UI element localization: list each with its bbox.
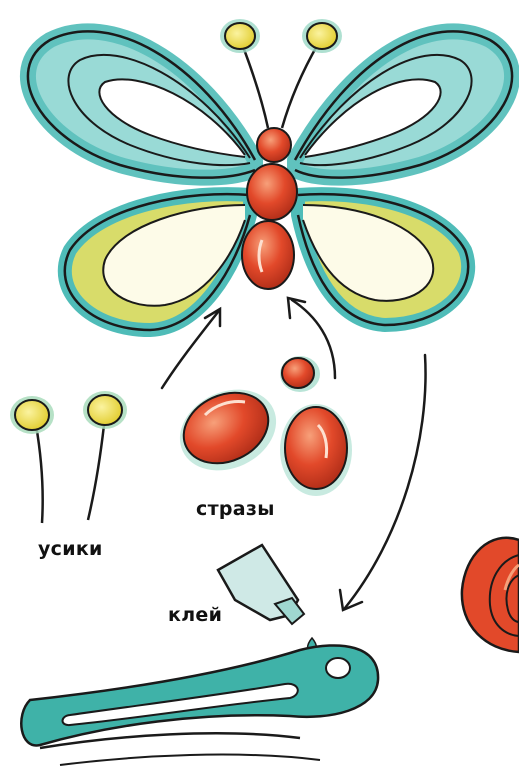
- butterfly: [28, 19, 512, 330]
- lower-left-wing: [65, 194, 250, 330]
- upper-right-wing: [295, 31, 512, 177]
- rhinestones-label: стразы: [196, 498, 275, 520]
- lower-right-wing: [298, 194, 468, 325]
- loose-rhinestones: [167, 356, 352, 496]
- loose-antennae: [10, 391, 127, 523]
- upper-left-wing: [28, 31, 255, 177]
- hair-clip: [21, 645, 378, 765]
- antennae-label: усики: [38, 538, 103, 560]
- glue-label: клей: [168, 604, 222, 626]
- glue-tube: [218, 545, 317, 656]
- partial-rose: [462, 538, 519, 652]
- arrow-butterfly-to-clip: [345, 355, 426, 608]
